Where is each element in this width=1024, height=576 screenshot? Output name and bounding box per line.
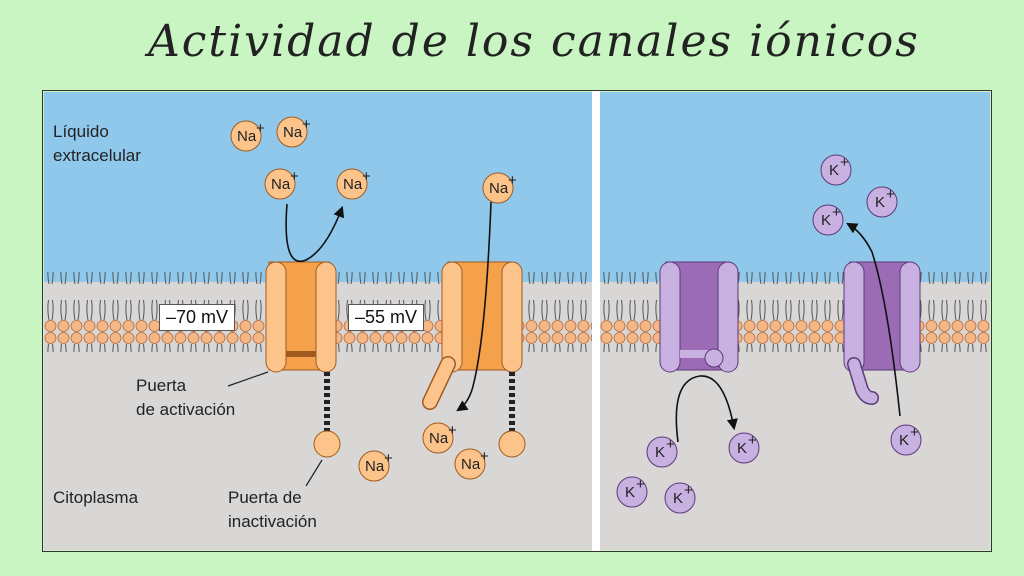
k-ion: K+ bbox=[664, 482, 696, 514]
na-ion: Na+ bbox=[422, 422, 457, 454]
svg-text:+: + bbox=[362, 168, 371, 185]
svg-text:Na: Na bbox=[271, 176, 291, 193]
panel-divider bbox=[592, 90, 600, 552]
svg-text:Na: Na bbox=[365, 458, 385, 475]
k-ion: K+ bbox=[820, 154, 852, 186]
svg-text:K: K bbox=[625, 484, 635, 501]
svg-text:+: + bbox=[886, 186, 895, 203]
svg-text:K: K bbox=[737, 440, 747, 457]
inactivation-gate-ball bbox=[313, 430, 341, 458]
svg-text:K: K bbox=[821, 212, 831, 229]
svg-text:+: + bbox=[840, 154, 849, 171]
potassium-channel-closed bbox=[659, 261, 739, 373]
resting-voltage-label: –70 mV bbox=[159, 304, 236, 331]
svg-text:K: K bbox=[673, 490, 683, 507]
k-ion: K+ bbox=[616, 476, 648, 508]
lipid-bilayer bbox=[600, 272, 990, 352]
inactivation-gate-label-line1: Puerta de bbox=[228, 488, 302, 507]
svg-text:Na: Na bbox=[283, 124, 303, 141]
k-ion: K+ bbox=[728, 432, 760, 464]
activation-gate-label-line2: de activación bbox=[136, 400, 236, 419]
na-ion: Na+ bbox=[358, 450, 393, 482]
svg-text:+: + bbox=[910, 424, 919, 441]
svg-text:Na: Na bbox=[237, 128, 257, 145]
k-ion: K+ bbox=[646, 436, 678, 468]
svg-text:+: + bbox=[636, 476, 645, 493]
svg-text:+: + bbox=[666, 436, 675, 453]
na-ion: Na+ bbox=[336, 168, 371, 200]
svg-text:+: + bbox=[480, 448, 489, 465]
sodium-channel-diagram: Na+ Na+ Na+ Na+ Na+ Na+ Na+ Na+ bbox=[44, 92, 592, 550]
inactivation-gate-label-line2: inactivación bbox=[228, 512, 317, 531]
svg-text:Na: Na bbox=[489, 180, 509, 197]
svg-text:+: + bbox=[302, 116, 311, 133]
svg-text:+: + bbox=[832, 204, 841, 221]
sodium-channel-closed bbox=[265, 261, 341, 458]
svg-text:+: + bbox=[384, 450, 393, 467]
na-influx-blocked-arrow bbox=[285, 203, 345, 263]
potassium-channel-diagram: K+ K+ K+ K+ K+ K+ K+ K+ bbox=[600, 92, 990, 550]
svg-text:+: + bbox=[508, 172, 517, 189]
na-ion: Na+ bbox=[276, 116, 311, 148]
svg-text:K: K bbox=[655, 444, 665, 461]
svg-text:+: + bbox=[290, 168, 299, 185]
svg-text:K: K bbox=[829, 162, 839, 179]
k-ion: K+ bbox=[866, 186, 898, 218]
svg-text:+: + bbox=[256, 120, 265, 137]
na-ion: Na+ bbox=[230, 120, 265, 152]
potassium-channel-panel: K+ K+ K+ K+ K+ K+ K+ K+ bbox=[600, 92, 990, 550]
sodium-channel-panel: Na+ Na+ Na+ Na+ Na+ Na+ Na+ Na+ Líquido … bbox=[44, 92, 592, 550]
na-influx-arrow bbox=[456, 201, 492, 412]
activation-gate-label-line1: Puerta bbox=[136, 376, 187, 395]
k-ion: K+ bbox=[812, 204, 844, 236]
na-ion: Na+ bbox=[454, 448, 489, 480]
extracellular-label-line2: extracelular bbox=[53, 146, 141, 165]
svg-text:+: + bbox=[748, 432, 757, 449]
svg-text:K: K bbox=[875, 194, 885, 211]
svg-text:Na: Na bbox=[461, 456, 481, 473]
activated-voltage-label: –55 mV bbox=[348, 304, 425, 331]
svg-text:Na: Na bbox=[343, 176, 363, 193]
extracellular-region bbox=[600, 92, 990, 282]
inactivation-gate-ball bbox=[498, 430, 526, 458]
k-efflux-blocked-arrow bbox=[675, 375, 738, 443]
svg-text:K: K bbox=[899, 432, 909, 449]
svg-text:+: + bbox=[448, 422, 457, 439]
cytoplasm-label: Citoplasma bbox=[53, 488, 139, 507]
slide-title: Actividad de los canales iónicos bbox=[148, 16, 920, 67]
na-ion: Na+ bbox=[264, 168, 299, 200]
extracellular-label-line1: Líquido bbox=[53, 122, 109, 141]
na-ion: Na+ bbox=[482, 172, 517, 204]
k-efflux-arrow bbox=[846, 222, 901, 417]
potassium-channel-open bbox=[843, 261, 921, 405]
k-ion: K+ bbox=[890, 424, 922, 456]
svg-text:Na: Na bbox=[429, 430, 449, 447]
svg-text:+: + bbox=[684, 482, 693, 499]
